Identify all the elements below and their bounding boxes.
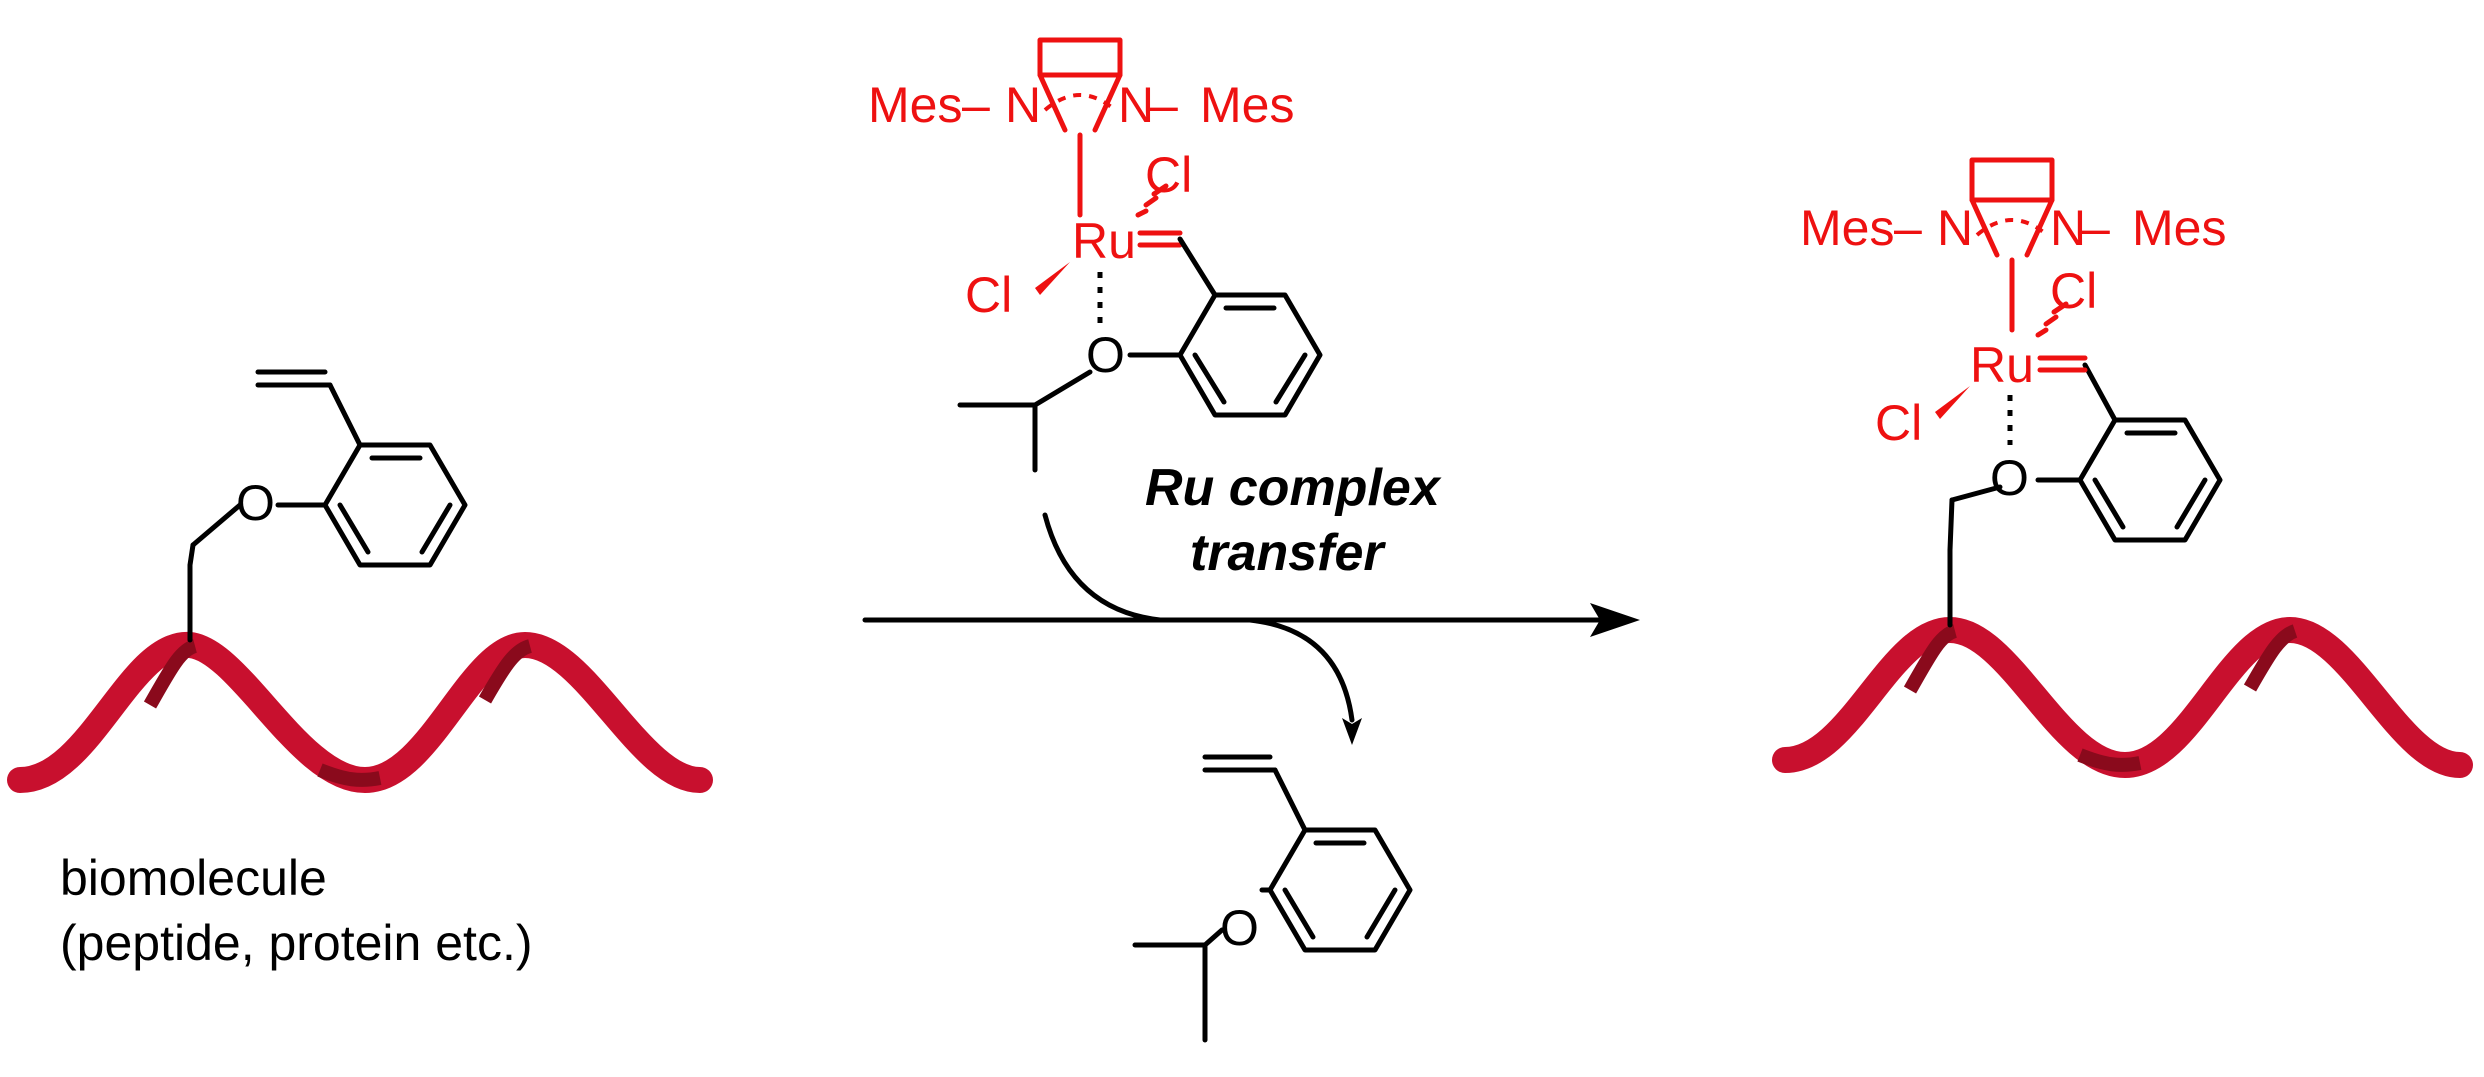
byproduct-structure: O bbox=[1132, 754, 1413, 1043]
chloride-left-wedge-product bbox=[1935, 386, 1970, 419]
oxygen-atom-catalyst: O bbox=[1086, 327, 1125, 383]
biomolecule-label: biomolecule bbox=[60, 850, 327, 906]
substrate-structure: O biomolecule (peptide, protein etc.) bbox=[7, 369, 713, 971]
mes-group-right: Mes bbox=[1200, 77, 1294, 133]
dash-right-product: – bbox=[2082, 200, 2110, 256]
biomolecule-ribbon-left bbox=[7, 631, 713, 794]
oxygen-atom: O bbox=[236, 475, 275, 531]
dash-right: – bbox=[1150, 77, 1178, 133]
nitrogen-atom-right-product: N bbox=[2050, 200, 2086, 256]
chloride-top: Cl bbox=[1145, 147, 1192, 203]
chloride-top-product: Cl bbox=[2050, 263, 2097, 319]
reaction-arrow: Ru complex transfer bbox=[862, 459, 1640, 745]
mes-group-left-product: Mes bbox=[1800, 200, 1894, 256]
ruthenium-atom: Ru bbox=[1072, 213, 1136, 269]
ruthenium-atom-product: Ru bbox=[1970, 337, 2034, 393]
catalyst-structure: Mes – N N – Mes Ru Cl Cl O bbox=[868, 37, 1323, 473]
dash-left: – bbox=[962, 77, 990, 133]
dash-left-product: – bbox=[1894, 200, 1922, 256]
biomolecule-examples: (peptide, protein etc.) bbox=[60, 915, 533, 971]
mes-group-right-product: Mes bbox=[2132, 200, 2226, 256]
reagent-line-2: transfer bbox=[1190, 524, 1386, 582]
nitrogen-atom-left: N bbox=[1005, 77, 1041, 133]
nitrogen-atom-left-product: N bbox=[1937, 200, 1973, 256]
reagent-line-1: Ru complex bbox=[1145, 459, 1442, 517]
oxygen-atom-byproduct: O bbox=[1220, 900, 1259, 956]
mes-group-left: Mes bbox=[868, 77, 962, 133]
chloride-left: Cl bbox=[965, 267, 1012, 323]
chloride-top-hashed-bond-product bbox=[2035, 301, 2069, 338]
nitrogen-atom-right: N bbox=[1118, 77, 1154, 133]
chloride-left-product: Cl bbox=[1875, 395, 1922, 451]
oxygen-atom-product: O bbox=[1990, 450, 2029, 506]
chloride-top-hashed-bond bbox=[1135, 183, 1169, 218]
product-structure: O Ru Mes – N N – Mes Cl Cl bbox=[1772, 157, 2473, 779]
biomolecule-ribbon-right bbox=[1772, 616, 2473, 779]
chloride-left-wedge bbox=[1035, 262, 1070, 295]
